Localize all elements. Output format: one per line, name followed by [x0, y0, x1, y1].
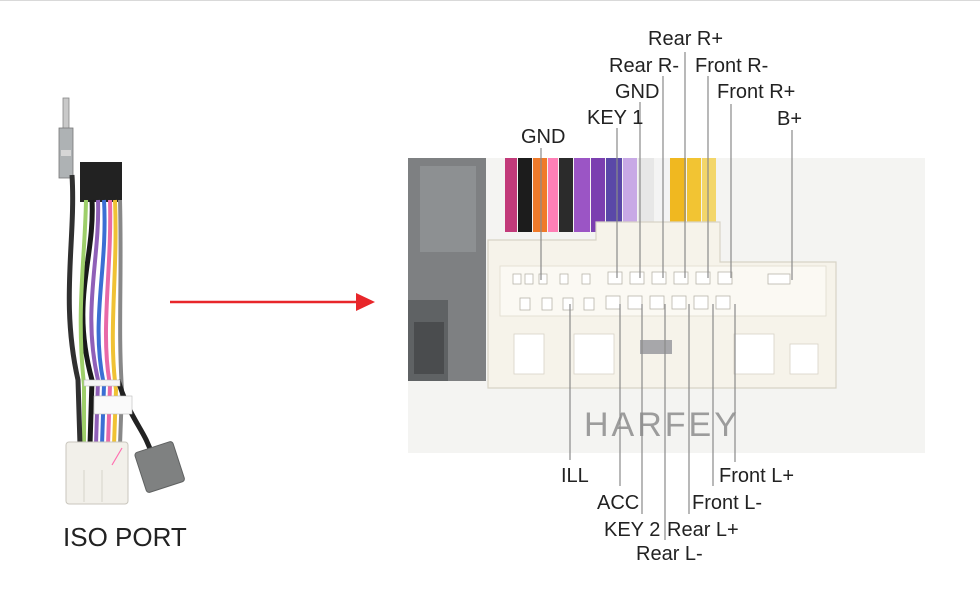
pin-label-rear-l-plus: Rear L+ [667, 519, 739, 541]
pin-label-gnd: GND [521, 126, 565, 148]
iso-port-caption: ISO PORT [63, 522, 187, 552]
pin-leader-lines [540, 52, 793, 540]
pin-label-front-r-minus: Front R- [695, 55, 768, 77]
pin-label-rear-l-minus: Rear L- [636, 543, 703, 565]
wire-harness-image [58, 97, 185, 505]
pin-label-front-l-plus: Front L+ [719, 465, 794, 487]
harfey-watermark: HARFEY [584, 406, 740, 444]
pin-label-ill: ILL [561, 465, 589, 487]
pin-label-rear-r-minus: Rear R- [609, 55, 679, 77]
connector-photo [408, 158, 925, 453]
pin-label-rear-r-plus: Rear R+ [648, 28, 723, 50]
pin-label-key-1: KEY 1 [587, 107, 643, 129]
arrow-icon [170, 293, 375, 311]
top-divider [0, 0, 980, 1]
top-pin-labels: Rear R+ Rear R- Front R- GND Front R+ KE… [521, 28, 802, 148]
pin-label-key-2: KEY 2 [604, 519, 660, 541]
pin-label-front-r-plus: Front R+ [717, 81, 795, 103]
pin-label-front-l-minus: Front L- [692, 492, 762, 514]
pin-label-acc: ACC [597, 492, 639, 514]
pin-label-gnd-upper: GND [615, 81, 659, 103]
bottom-pin-labels: ILL Front L+ ACC Front L- KEY 2 Rear L+ … [561, 465, 794, 565]
pin-label-b-plus: B+ [777, 108, 802, 130]
